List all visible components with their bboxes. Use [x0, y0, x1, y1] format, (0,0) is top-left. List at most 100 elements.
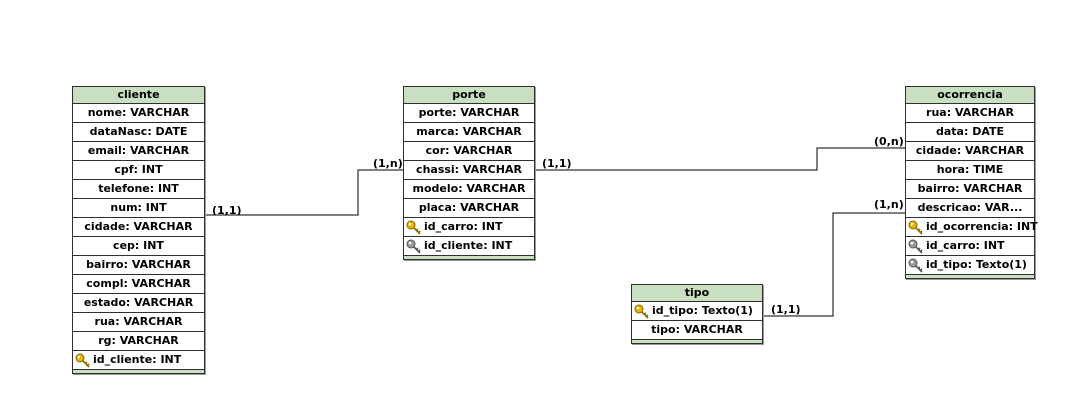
attribute-row[interactable]: porte: VARCHAR	[404, 104, 534, 123]
attribute-list: rua: VARCHAR data: DATE cidade: VARCHAR hor…	[906, 104, 1038, 275]
cardinality-cliente-porte-from: (1,1)	[212, 204, 242, 217]
cardinality-tipo-ocorrencia-from: (1,1)	[771, 303, 801, 316]
entity-footer	[632, 340, 762, 343]
attribute-row[interactable]: bairro: VARCHAR	[906, 180, 1034, 199]
attribute-row[interactable]: cep: INT	[73, 237, 204, 256]
entity-title: cliente	[73, 87, 204, 104]
attribute-row[interactable]: tipo: VARCHAR	[632, 321, 762, 340]
attribute-row[interactable]: id_tipo: Texto(1)	[906, 256, 1034, 275]
attribute-row[interactable]: cidade: VARCHAR	[906, 142, 1034, 161]
primary-key-icon	[634, 303, 650, 319]
attribute-row[interactable]: id_ocorrencia: INT	[906, 218, 1038, 237]
foreign-key-icon	[406, 238, 422, 254]
attribute-label: cidade: VARCHAR	[915, 144, 1025, 157]
attribute-list: nome: VARCHAR dataNasc: DATE email: VARCHA…	[73, 104, 204, 370]
attribute-label: marca: VARCHAR	[416, 125, 522, 138]
attribute-row[interactable]: rg: VARCHAR	[73, 332, 204, 351]
attribute-row[interactable]: id_tipo: Texto(1)	[632, 302, 762, 321]
attribute-label: placa: VARCHAR	[418, 201, 520, 214]
cardinality-tipo-ocorrencia-to: (1,n)	[874, 198, 904, 211]
attribute-label: id_ocorrencia: INT	[926, 220, 1038, 233]
attribute-row[interactable]: cor: VARCHAR	[404, 142, 534, 161]
attribute-row[interactable]: cpf: INT	[73, 161, 204, 180]
entity-ocorrencia[interactable]: ocorrencia rua: VARCHAR data: DATE cidade:…	[905, 86, 1038, 279]
attribute-row[interactable]: nome: VARCHAR	[73, 104, 204, 123]
attribute-row[interactable]: num: INT	[73, 199, 204, 218]
attribute-row[interactable]: id_cliente: INT	[404, 237, 534, 256]
cardinality-cliente-porte-to: (1,n)	[373, 157, 403, 170]
attribute-label: id_tipo: Texto(1)	[652, 304, 753, 317]
attribute-row[interactable]: telefone: INT	[73, 180, 204, 199]
attribute-label: nome: VARCHAR	[87, 106, 190, 119]
attribute-label: id_cliente: INT	[424, 239, 513, 252]
entity-porte[interactable]: porte porte: VARCHAR marca: VARCHAR cor: V…	[403, 86, 535, 260]
attribute-list: porte: VARCHAR marca: VARCHAR cor: VARCHAR…	[404, 104, 534, 256]
primary-key-icon	[908, 219, 924, 235]
attribute-row[interactable]: id_carro: INT	[404, 218, 534, 237]
foreign-key-icon	[908, 238, 924, 254]
attribute-label: hora: TIME	[936, 163, 1004, 176]
attribute-label: id_carro: INT	[926, 239, 1005, 252]
entity-cliente[interactable]: cliente nome: VARCHAR dataNasc: DATE email…	[72, 86, 205, 374]
attribute-label: cpf: INT	[114, 163, 163, 176]
attribute-row[interactable]: hora: TIME	[906, 161, 1034, 180]
attribute-label: cidade: VARCHAR	[84, 220, 193, 233]
entity-tipo[interactable]: tipo id_tipo: Texto(1) tipo: VARCHAR	[631, 284, 763, 344]
relationship-line-porte-ocorrencia	[535, 147, 905, 171]
attribute-label: bairro: VARCHAR	[917, 182, 1023, 195]
attribute-label: rua: VARCHAR	[926, 106, 1014, 119]
attribute-row[interactable]: dataNasc: DATE	[73, 123, 204, 142]
attribute-label: id_tipo: Texto(1)	[926, 258, 1027, 271]
attribute-label: id_carro: INT	[424, 220, 503, 233]
attribute-row[interactable]: estado: VARCHAR	[73, 294, 204, 313]
attribute-label: tipo: VARCHAR	[651, 323, 743, 336]
entity-footer	[404, 256, 534, 259]
primary-key-icon	[406, 219, 422, 235]
attribute-row[interactable]: chassi: VARCHAR	[404, 161, 534, 180]
attribute-label: chassi: VARCHAR	[416, 163, 522, 176]
attribute-label: rua: VARCHAR	[94, 315, 183, 328]
attribute-label: telefone: INT	[98, 182, 179, 195]
attribute-row[interactable]: modelo: VARCHAR	[404, 180, 534, 199]
relationship-line-tipo-ocorrencia	[763, 212, 905, 317]
attribute-row[interactable]: id_carro: INT	[906, 237, 1034, 256]
attribute-list: id_tipo: Texto(1) tipo: VARCHAR	[632, 302, 762, 340]
attribute-label: dataNasc: DATE	[89, 125, 188, 138]
attribute-label: estado: VARCHAR	[83, 296, 194, 309]
entity-footer	[73, 370, 204, 373]
attribute-row[interactable]: descricao: VAR...	[906, 199, 1034, 218]
attribute-row[interactable]: marca: VARCHAR	[404, 123, 534, 142]
attribute-label: modelo: VARCHAR	[412, 182, 526, 195]
attribute-label: id_cliente: INT	[93, 353, 182, 366]
entity-title: porte	[404, 87, 534, 104]
attribute-label: descricao: VAR...	[917, 201, 1023, 214]
attribute-label: rg: VARCHAR	[98, 334, 179, 347]
attribute-label: bairro: VARCHAR	[86, 258, 191, 271]
cardinality-porte-ocorrencia-from: (1,1)	[542, 157, 572, 170]
attribute-row[interactable]: data: DATE	[906, 123, 1034, 142]
relationship-line-cliente-porte	[205, 169, 403, 216]
attribute-row[interactable]: cidade: VARCHAR	[73, 218, 204, 237]
attribute-label: cor: VARCHAR	[425, 144, 513, 157]
attribute-label: data: DATE	[935, 125, 1004, 138]
attribute-label: porte: VARCHAR	[418, 106, 520, 119]
attribute-row[interactable]: rua: VARCHAR	[906, 104, 1034, 123]
attribute-row[interactable]: rua: VARCHAR	[73, 313, 204, 332]
entity-title: tipo	[632, 285, 762, 302]
attribute-label: cep: INT	[113, 239, 164, 252]
entity-footer	[906, 275, 1034, 278]
foreign-key-icon	[908, 257, 924, 273]
attribute-row[interactable]: id_cliente: INT	[73, 351, 204, 370]
attribute-row[interactable]: email: VARCHAR	[73, 142, 204, 161]
attribute-row[interactable]: placa: VARCHAR	[404, 199, 534, 218]
attribute-row[interactable]: bairro: VARCHAR	[73, 256, 204, 275]
attribute-label: num: INT	[110, 201, 167, 214]
primary-key-icon	[75, 352, 91, 368]
attribute-row[interactable]: compl: VARCHAR	[73, 275, 204, 294]
cardinality-porte-ocorrencia-to: (0,n)	[874, 135, 904, 148]
attribute-label: compl: VARCHAR	[86, 277, 191, 290]
entity-title: ocorrencia	[906, 87, 1034, 104]
attribute-label: email: VARCHAR	[87, 144, 190, 157]
